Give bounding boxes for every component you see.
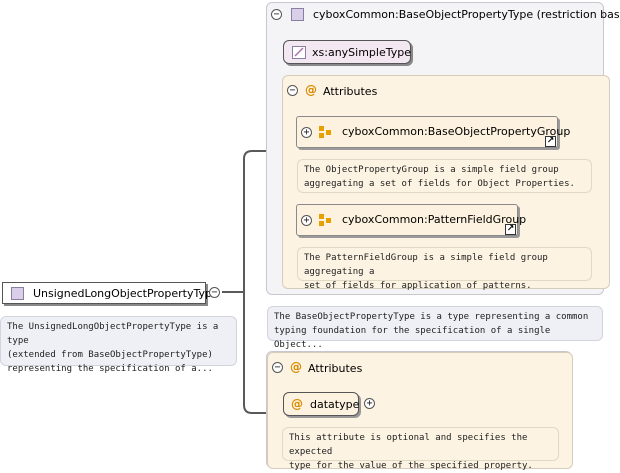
- link-icon[interactable]: ↗: [505, 224, 516, 235]
- base-type-panel: − cyboxCommon:BaseObjectPropertyType (re…: [266, 2, 620, 295]
- attribute-icon: @: [290, 360, 302, 374]
- base-doc-line: typing foundation for the specification …: [274, 326, 551, 350]
- group-doc-line: set of fields for application of pattern…: [304, 281, 532, 291]
- datatype-doc-line: This attribute is optional and specifies…: [289, 433, 528, 457]
- simple-type-icon: [292, 46, 306, 59]
- complex-type-icon: [291, 8, 304, 21]
- base-type-title: cyboxCommon:BaseObjectPropertyType (rest…: [313, 8, 620, 21]
- attribute-group-label: cyboxCommon:BaseObjectPropertyGroup: [342, 125, 571, 138]
- attribute-icon: @: [305, 83, 317, 97]
- attribute-icon: @: [291, 397, 303, 411]
- base-doc-line: The BaseObjectPropertyType is a type rep…: [274, 312, 589, 322]
- group-doc-line: aggregating a set of fields for Object P…: [304, 179, 575, 189]
- attribute-group-icon: [319, 126, 332, 138]
- root-type-label: UnsignedLongObjectPropertyType: [33, 287, 219, 300]
- datatype-documentation: This attribute is optional and specifies…: [282, 427, 559, 471]
- datatype-expand-toggle[interactable]: +: [364, 398, 375, 409]
- complex-type-icon: [11, 287, 24, 300]
- simple-type-label: xs:anySimpleType: [312, 46, 411, 59]
- base-attributes-panel: − @ Attributes + cyboxCommon:BaseObjectP…: [282, 75, 610, 291]
- datatype-doc-line: type for the value of the specified prop…: [289, 461, 533, 471]
- link-icon[interactable]: ↗: [545, 136, 556, 147]
- simple-type-box[interactable]: xs:anySimpleType: [283, 40, 411, 64]
- root-collapse-toggle[interactable]: −: [209, 287, 220, 298]
- attributes-collapse-toggle[interactable]: −: [287, 85, 298, 96]
- root-documentation: The UnsignedLongObjectPropertyType is a …: [0, 316, 237, 374]
- attribute-group-icon: [319, 214, 332, 226]
- base-type-documentation: The BaseObjectPropertyType is a type rep…: [267, 306, 603, 350]
- group-expand-toggle[interactable]: +: [301, 215, 312, 226]
- group-expand-toggle[interactable]: +: [301, 127, 312, 138]
- attribute-group-label: cyboxCommon:PatternFieldGroup: [342, 213, 527, 226]
- attribute-group-box[interactable]: + cyboxCommon:BaseObjectPropertyGroup ↗: [296, 116, 570, 148]
- group-doc-line: The PatternFieldGroup is a simple field …: [304, 253, 548, 277]
- root-type-box[interactable]: UnsignedLongObjectPropertyType: [2, 282, 219, 304]
- group-doc-line: The ObjectPropertyGroup is a simple fiel…: [304, 165, 559, 175]
- attributes-label: Attributes: [308, 362, 363, 375]
- attribute-group-documentation: The PatternFieldGroup is a simple field …: [297, 247, 592, 291]
- datatype-attribute-label: datatype: [310, 398, 360, 411]
- attribute-group-documentation: The ObjectPropertyGroup is a simple fiel…: [297, 159, 592, 193]
- datatype-attribute-box[interactable]: @ datatype: [283, 392, 359, 416]
- attribute-group-box[interactable]: + cyboxCommon:PatternFieldGroup ↗: [296, 204, 526, 236]
- base-collapse-toggle[interactable]: −: [271, 9, 282, 20]
- root-doc-line: representing the specification of a...: [7, 364, 213, 374]
- attributes-collapse-toggle[interactable]: −: [272, 362, 283, 373]
- root-doc-line: The UnsignedLongObjectPropertyType is a …: [7, 322, 219, 346]
- extension-panel: − @ Attributes @ datatype + This attribu…: [266, 351, 573, 471]
- root-doc-line: (extended from BaseObjectPropertyType): [7, 350, 213, 360]
- extension-attributes-panel: − @ Attributes @ datatype + This attribu…: [267, 352, 573, 471]
- attributes-label: Attributes: [323, 85, 378, 98]
